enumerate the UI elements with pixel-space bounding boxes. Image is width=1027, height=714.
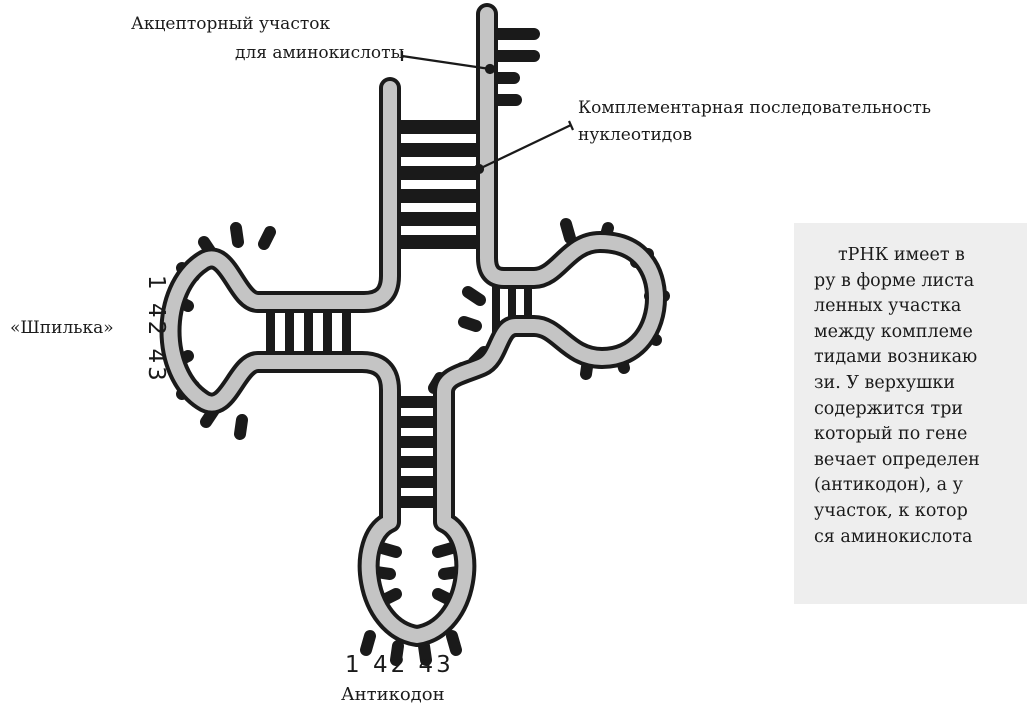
base-stub xyxy=(458,316,482,332)
base-pair xyxy=(524,280,532,332)
base-stub xyxy=(360,630,376,656)
info-line: ленных участка xyxy=(814,296,962,317)
base-stub xyxy=(560,218,576,244)
base-pair xyxy=(398,189,476,203)
base-pair xyxy=(304,310,313,352)
anticodon-digits: 1 42 43 xyxy=(345,652,454,678)
base-stub xyxy=(462,286,486,306)
info-line: вечает определен xyxy=(814,449,980,470)
info-line: ся аминокислота xyxy=(814,526,973,547)
base-pair xyxy=(398,143,476,157)
base-pair xyxy=(392,476,442,488)
base-stub xyxy=(446,630,462,656)
base-pair xyxy=(392,396,442,408)
anticodon-label: Антикодон xyxy=(341,684,445,705)
complementary-label-line2: нуклеотидов xyxy=(578,125,693,145)
info-line: участок, к котор xyxy=(814,500,968,521)
info-line: ру в форме листа xyxy=(814,270,975,291)
complementary-pointer-line xyxy=(478,124,572,170)
hairpin-label: «Шпилька» xyxy=(10,318,114,338)
base-pair xyxy=(398,212,476,226)
base-pair xyxy=(285,310,294,352)
base-pair xyxy=(323,310,332,352)
acceptor-label-line1: Акцепторный участок xyxy=(131,14,331,34)
base-stub xyxy=(376,542,402,558)
base-pair xyxy=(342,310,351,352)
base-pair xyxy=(392,436,442,448)
acceptor-pointer-line xyxy=(401,54,491,71)
base-pair xyxy=(392,416,442,428)
info-line: между комплеме xyxy=(814,321,973,342)
base-stub xyxy=(258,226,276,250)
base-pair xyxy=(392,496,442,508)
base-stub xyxy=(230,222,244,248)
complementary-pointer-tick xyxy=(567,120,575,131)
base-pair xyxy=(266,310,275,352)
info-box: тРНК имеет в ру в форме листа ленных участ… xyxy=(794,223,1027,604)
complementary-pointer-dot xyxy=(473,163,485,175)
base-pair xyxy=(508,280,516,332)
acceptor-pointer-dot xyxy=(484,63,496,75)
info-line: содержится три xyxy=(814,398,964,419)
info-line: зи. У верхушки xyxy=(814,372,955,393)
rna-strand-fill xyxy=(163,7,663,643)
info-text: тРНК имеет в ру в форме листа ленных участ… xyxy=(814,243,1027,550)
base-pair xyxy=(398,166,476,180)
base-pair xyxy=(398,120,476,134)
pointer-lines xyxy=(400,51,575,175)
complementary-label-line1: Комплементарная последовательность xyxy=(578,98,932,118)
base-pair xyxy=(492,280,500,332)
base-pair xyxy=(398,235,476,249)
info-line: (антикодон), а у xyxy=(814,475,963,496)
base-stub xyxy=(432,542,458,558)
hairpin-digits: 1 42 43 xyxy=(143,275,169,384)
base-pairs xyxy=(266,120,532,508)
info-line: тРНК имеет в xyxy=(838,245,965,265)
info-line: который по гене xyxy=(814,424,968,445)
base-stub xyxy=(418,640,432,666)
base-stub xyxy=(234,414,248,440)
acceptor-label-line2: для аминокислоты xyxy=(235,43,405,63)
base-stub xyxy=(390,640,404,666)
base-pair xyxy=(392,456,442,468)
info-line: тидами возникаю xyxy=(814,347,978,368)
